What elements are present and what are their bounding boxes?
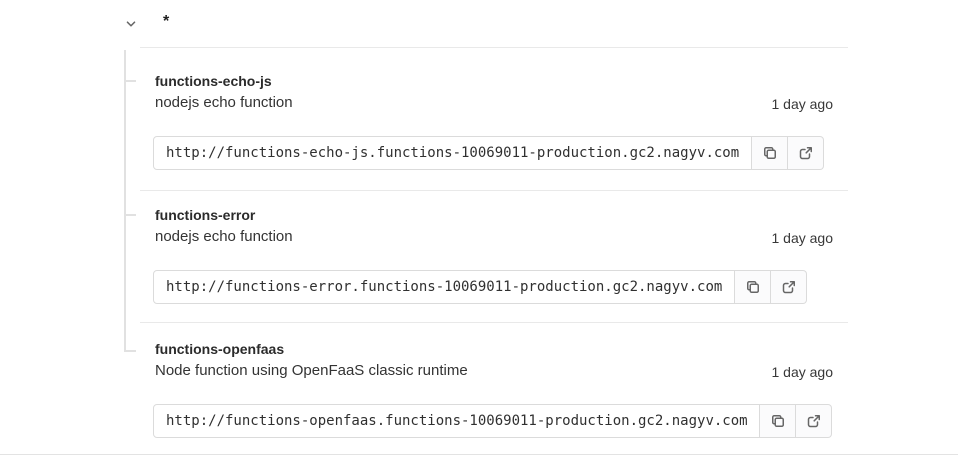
copy-url-button[interactable] bbox=[752, 136, 788, 170]
copy-url-button[interactable] bbox=[735, 270, 771, 304]
function-last-deployed: 1 day ago bbox=[771, 96, 834, 112]
copy-to-clipboard-icon bbox=[745, 279, 761, 295]
copy-to-clipboard-icon bbox=[770, 413, 786, 429]
function-url-group bbox=[153, 404, 832, 438]
function-url-input[interactable] bbox=[153, 136, 752, 170]
function-name: functions-openfaas bbox=[155, 341, 285, 357]
divider bbox=[140, 322, 848, 323]
function-url-group bbox=[153, 136, 824, 170]
function-row: functions-echo-js nodejs echo function 1… bbox=[155, 72, 833, 113]
external-link-icon bbox=[798, 145, 814, 161]
open-url-button[interactable] bbox=[796, 404, 832, 438]
environment-name: * bbox=[163, 13, 170, 30]
function-row: functions-error nodejs echo function 1 d… bbox=[155, 206, 833, 247]
tree-rail-line bbox=[124, 50, 126, 352]
function-url-input[interactable] bbox=[153, 270, 735, 304]
copy-to-clipboard-icon bbox=[762, 145, 778, 161]
copy-url-button[interactable] bbox=[760, 404, 796, 438]
section-bottom-border bbox=[0, 454, 958, 455]
function-description: Node function using OpenFaaS classic run… bbox=[155, 362, 468, 379]
divider bbox=[140, 190, 848, 191]
tree-rail-tick bbox=[124, 80, 136, 82]
function-name: functions-echo-js bbox=[155, 73, 272, 89]
chevron-down-icon bbox=[124, 17, 138, 31]
external-link-icon bbox=[781, 279, 797, 295]
tree-rail-tick bbox=[124, 214, 136, 216]
open-url-button[interactable] bbox=[788, 136, 824, 170]
function-description: nodejs echo function bbox=[155, 94, 293, 111]
function-last-deployed: 1 day ago bbox=[771, 230, 834, 246]
open-url-button[interactable] bbox=[771, 270, 807, 304]
function-last-deployed: 1 day ago bbox=[771, 364, 834, 380]
function-row: functions-openfaas Node function using O… bbox=[155, 340, 833, 381]
function-url-group bbox=[153, 270, 807, 304]
function-description: nodejs echo function bbox=[155, 228, 293, 245]
external-link-icon bbox=[806, 413, 822, 429]
environment-collapse-toggle[interactable] bbox=[122, 15, 140, 33]
tree-rail-tick bbox=[124, 350, 136, 352]
divider bbox=[140, 47, 848, 48]
function-url-input[interactable] bbox=[153, 404, 760, 438]
function-name: functions-error bbox=[155, 207, 256, 223]
